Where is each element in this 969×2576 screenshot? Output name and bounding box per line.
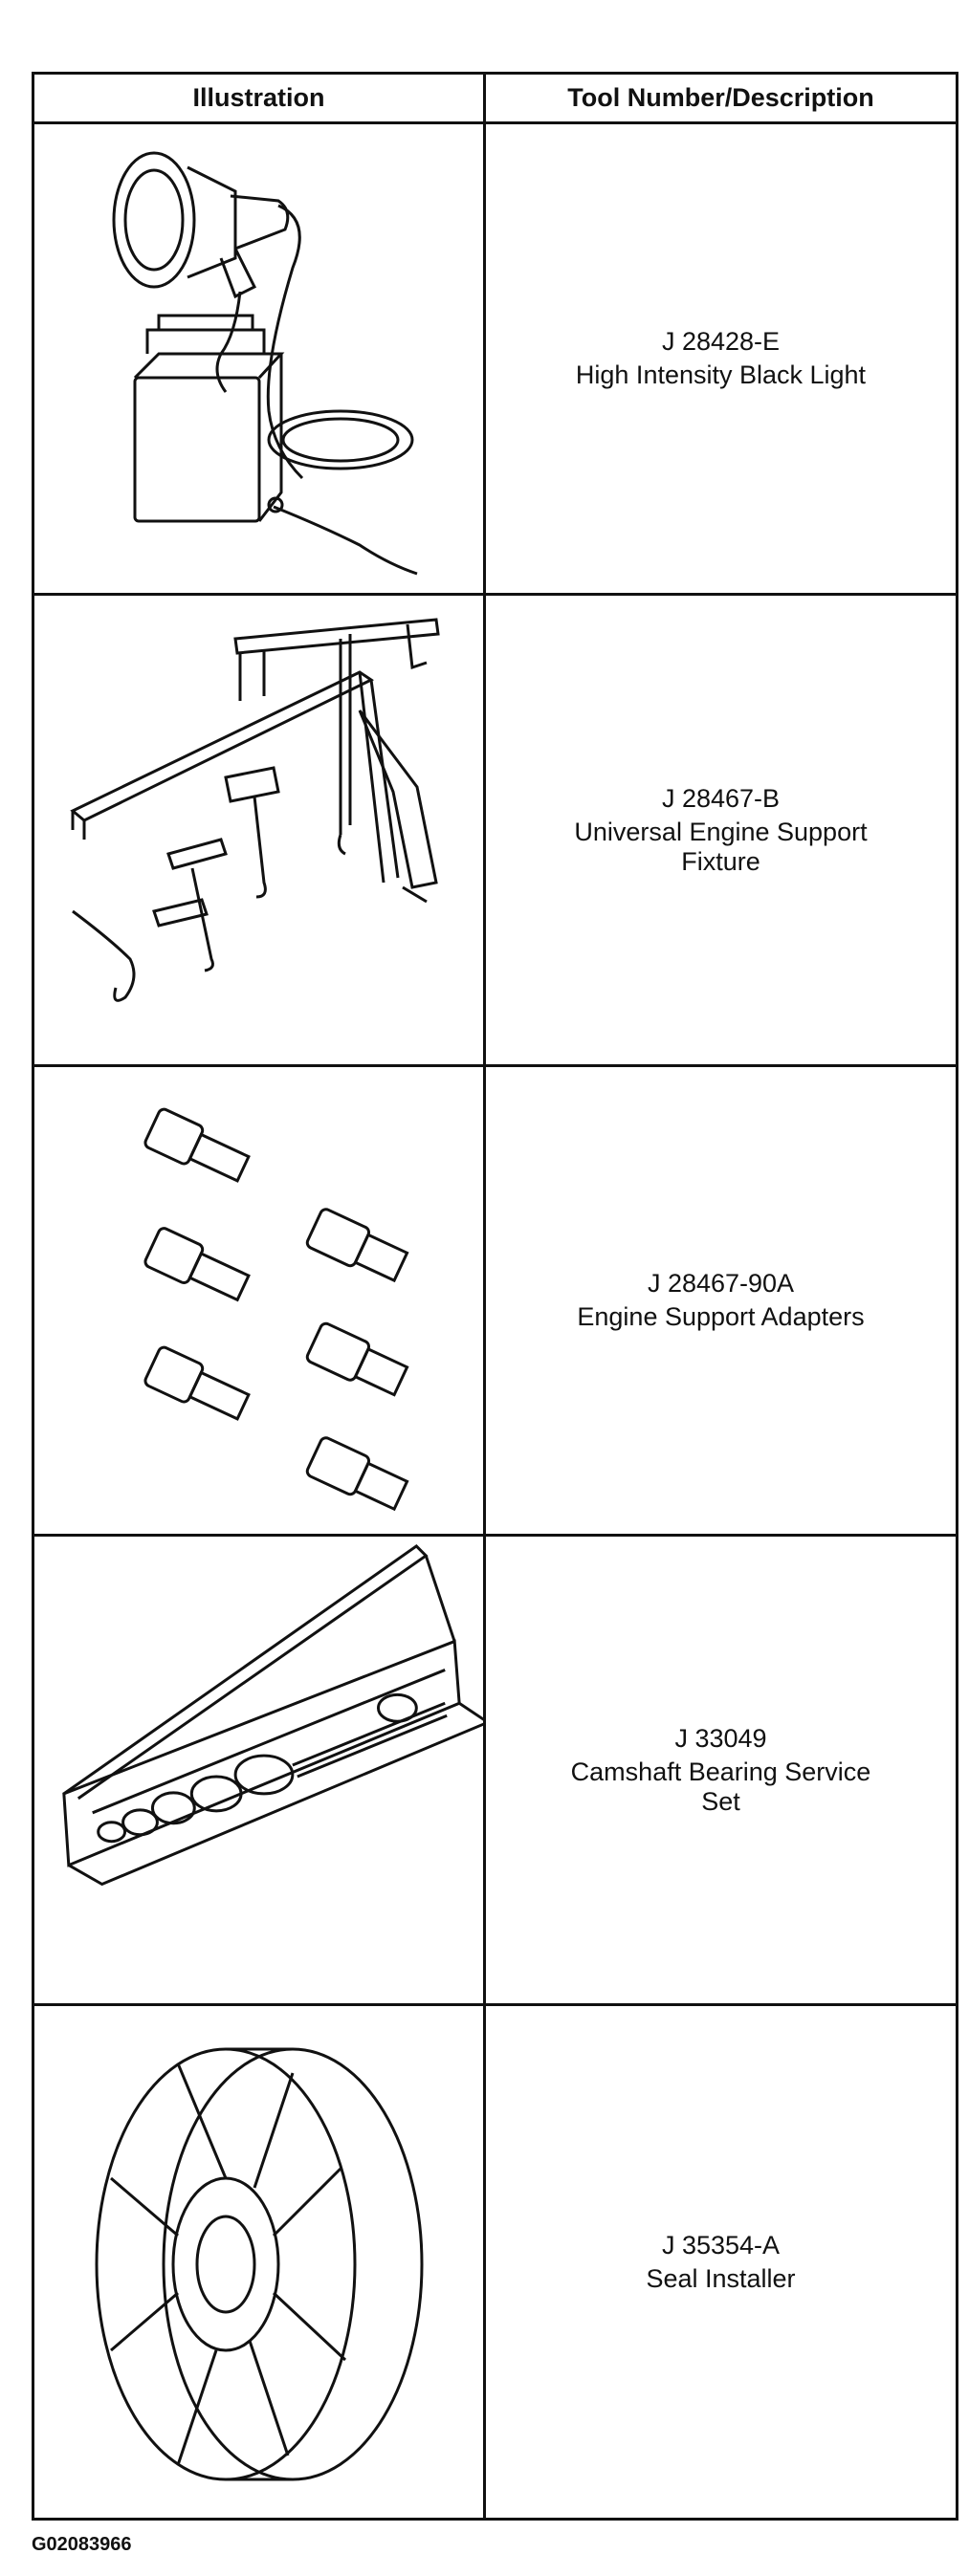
tool-description-cell: J 35354-A Seal Installer [486,2006,956,2518]
black-light-icon [34,124,483,593]
tool-description: High Intensity Black Light [575,360,867,389]
figure-code: G02083966 [32,2534,132,2555]
table-row: J 28467-90A Engine Support Adapters [34,1067,956,1537]
tool-description: Seal Installer [646,2263,796,2293]
tool-number: J 28467-B [661,783,781,813]
tool-number: J 35354-A [661,2230,781,2259]
tool-description-cell: J 33049 Camshaft Bearing Service Set [486,1537,956,2003]
header-description: Tool Number/Description [567,83,874,112]
tool-description-cell: J 28428-E High Intensity Black Light [486,124,956,593]
tool-description-cell: J 28467-90A Engine Support Adapters [486,1067,956,1534]
tool-number: J 28467-90A [647,1269,795,1298]
table-row: J 28467-B Universal Engine Support Fixtu… [34,596,956,1067]
seal-installer-icon [34,2006,483,2518]
table-row: J 28428-E High Intensity Black Light [34,124,956,596]
tool-number: J 28428-E [661,327,781,356]
table-header: Illustration Tool Number/Description [34,75,956,124]
tool-description: Camshaft Bearing Service Set [570,1757,871,1816]
tool-number: J 33049 [674,1723,767,1753]
tool-description: Universal Engine Support Fixture [574,817,868,876]
camshaft-kit-icon [34,1537,483,2003]
table-row: J 33049 Camshaft Bearing Service Set [34,1537,956,2006]
column-divider [483,75,486,2518]
tool-table: Illustration Tool Number/Description [32,72,958,2521]
tool-description-cell: J 28467-B Universal Engine Support Fixtu… [486,596,956,1064]
header-illustration: Illustration [192,83,325,112]
engine-support-fixture-icon [34,596,483,1064]
table-row: J 35354-A Seal Installer [34,2006,956,2518]
tool-description: Engine Support Adapters [577,1302,865,1331]
adapters-icon [34,1067,483,1534]
